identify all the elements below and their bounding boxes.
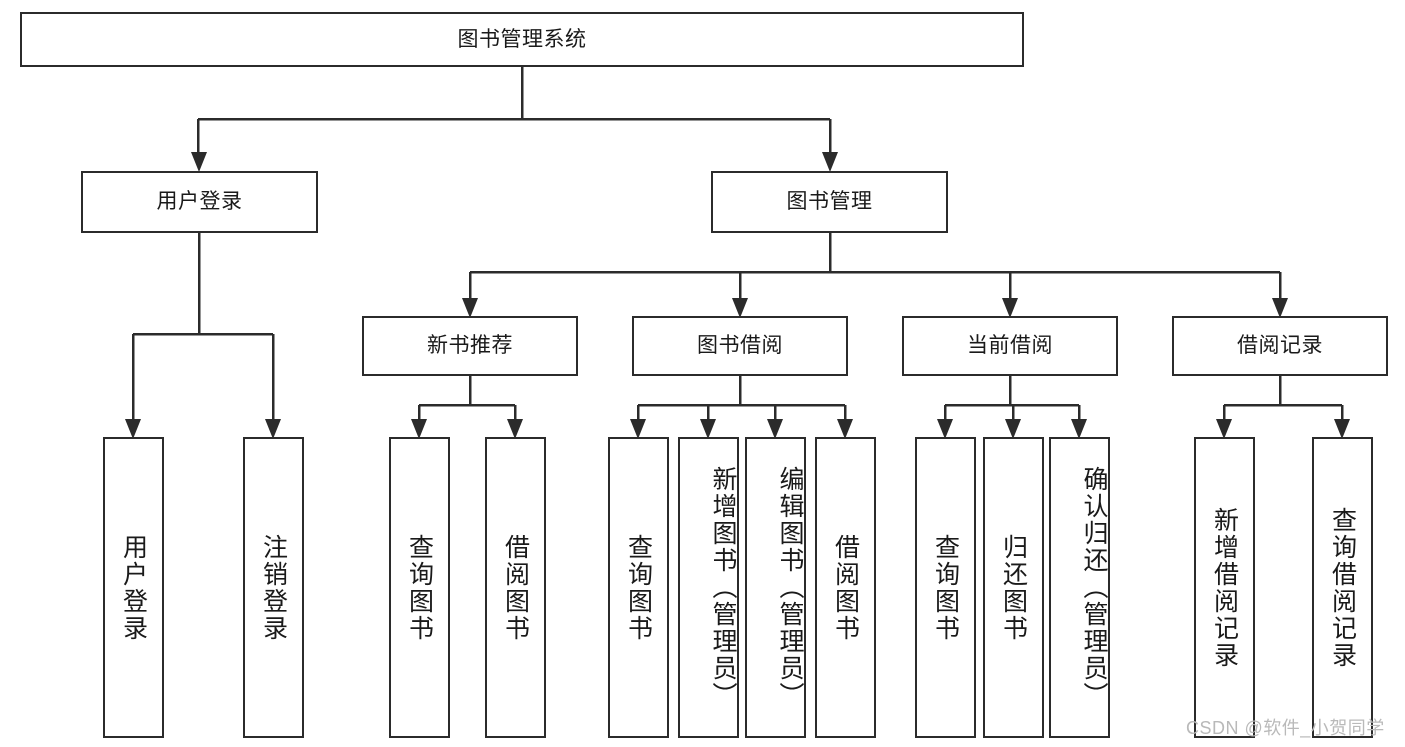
leaf-add-borrow-record[interactable]: 新增借阅记录	[1194, 437, 1255, 738]
watermark-text: CSDN @软件_小贺同学	[1186, 718, 1385, 738]
node-current-borrow[interactable]: 当前借阅	[902, 316, 1118, 376]
node-book-borrow[interactable]: 图书借阅	[632, 316, 848, 376]
leaf-query-book-2[interactable]: 查询图书	[608, 437, 669, 738]
leaf-borrow-book-1[interactable]: 借阅图书	[485, 437, 546, 738]
leaf-query-book-1[interactable]: 查询图书	[389, 437, 450, 738]
node-root[interactable]: 图书管理系统	[20, 12, 1024, 67]
node-user-login[interactable]: 用户登录	[81, 171, 318, 233]
node-borrow-record[interactable]: 借阅记录	[1172, 316, 1388, 376]
leaf-return-book[interactable]: 归还图书	[983, 437, 1044, 738]
leaf-query-book-3[interactable]: 查询图书	[915, 437, 976, 738]
leaf-user-login[interactable]: 用户登录	[103, 437, 164, 738]
leaf-add-book-admin[interactable]: 新增图书（管理员）	[678, 437, 739, 738]
leaf-confirm-return-admin[interactable]: 确认归还（管理员）	[1049, 437, 1110, 738]
leaf-query-borrow-record[interactable]: 查询借阅记录	[1312, 437, 1373, 738]
leaf-borrow-book-2[interactable]: 借阅图书	[815, 437, 876, 738]
node-book-manage[interactable]: 图书管理	[711, 171, 948, 233]
node-new-book-recommend[interactable]: 新书推荐	[362, 316, 578, 376]
leaf-edit-book-admin[interactable]: 编辑图书（管理员）	[745, 437, 806, 738]
leaf-logout[interactable]: 注销登录	[243, 437, 304, 738]
